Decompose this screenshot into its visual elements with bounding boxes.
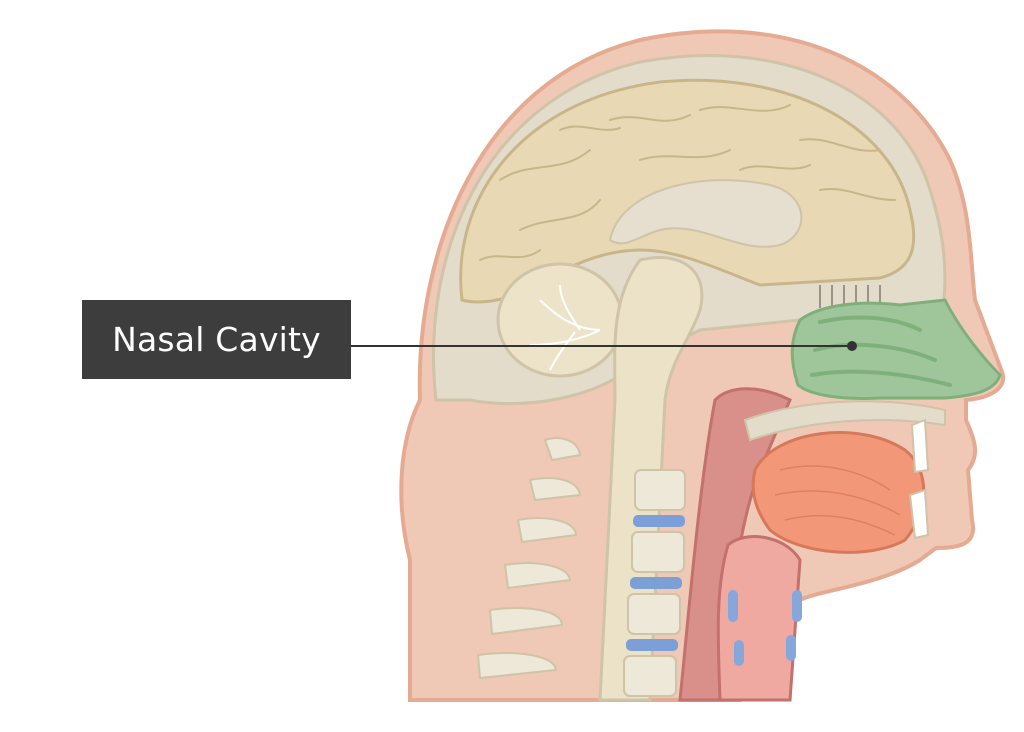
nasal-cavity-label: Nasal Cavity	[82, 300, 351, 379]
brain-gyri	[479, 104, 896, 261]
spinous-processes	[476, 437, 582, 680]
cerebellum-arbor-vitae	[529, 284, 601, 371]
nasal-conchae	[810, 315, 952, 387]
tongue	[751, 431, 926, 554]
corpus-callosum	[608, 179, 803, 248]
cervical-vertebral-column	[623, 469, 686, 697]
hard-palate	[743, 400, 946, 442]
cerebellum	[496, 262, 624, 378]
tongue-muscle-fibers	[774, 465, 901, 536]
teeth	[908, 418, 930, 540]
laryngeal-cartilage	[728, 590, 802, 666]
leader-line-endpoint-dot	[847, 341, 857, 351]
